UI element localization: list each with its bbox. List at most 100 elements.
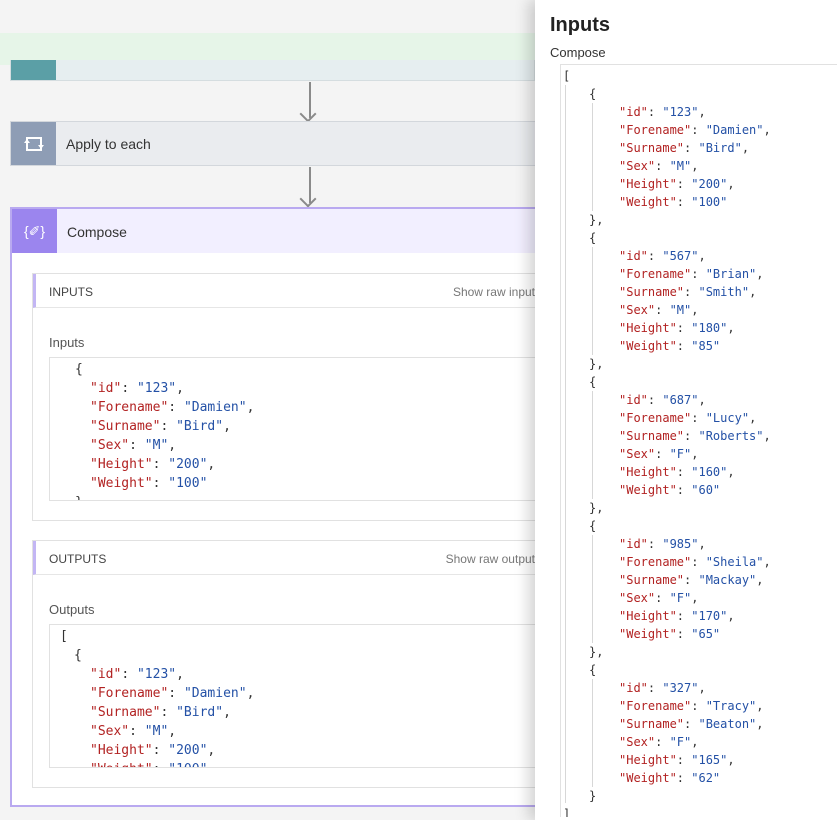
json-punct: : — [691, 555, 706, 569]
json-line: "Height": "200", — [75, 455, 542, 474]
json-value: "60" — [691, 483, 721, 497]
json-line: "Sex": "M", — [619, 301, 699, 319]
json-punct: : — [676, 627, 692, 641]
indent-guide — [592, 247, 593, 355]
json-punct: } — [589, 789, 597, 803]
json-punct: : — [655, 159, 670, 173]
json-line: }, — [589, 211, 603, 229]
panel-json-viewer[interactable]: [{"id": "123","Forename": "Damien","Surn… — [560, 64, 837, 817]
compose-label: Compose — [67, 224, 127, 240]
json-punct: , — [168, 724, 177, 739]
compose-card[interactable]: {✐} Compose INPUTS Show raw inputs Input… — [10, 207, 543, 807]
json-key: "Sex" — [619, 447, 656, 461]
json-punct: , — [741, 141, 750, 155]
json-value: "Tracy" — [705, 699, 757, 713]
show-raw-inputs-link[interactable]: Show raw inputs — [452, 285, 541, 299]
inputs-section: INPUTS Show raw inputs Inputs {"id": "12… — [32, 273, 543, 521]
json-key: "Forename" — [90, 686, 169, 701]
json-punct: , — [727, 321, 735, 335]
json-punct: : — [655, 447, 670, 461]
json-key: "Surname" — [90, 419, 161, 434]
json-punct: : — [676, 177, 692, 191]
json-punct: , — [756, 699, 764, 713]
json-punct: , — [749, 285, 757, 299]
apply-to-each-card[interactable]: Apply to each — [10, 121, 540, 166]
json-key: "Weight" — [619, 339, 677, 353]
json-line: } — [75, 493, 542, 500]
json-close-bracket: ] — [563, 807, 571, 817]
json-punct: : — [647, 681, 663, 695]
json-line: "Forename": "Damien", — [60, 684, 542, 703]
json-value: "160" — [691, 465, 728, 479]
json-punct: : — [168, 400, 184, 415]
json-key: "id" — [619, 393, 648, 407]
json-punct: { — [589, 87, 597, 101]
json-value: "123" — [662, 105, 699, 119]
json-punct: { — [74, 648, 82, 663]
outputs-json-viewer[interactable]: [ { "id": "123","Forename": "Damien","Surn… — [49, 624, 543, 768]
json-punct: : — [152, 476, 169, 491]
outputs-section: OUTPUTS Show raw outputs Outputs [{"id":… — [32, 540, 543, 788]
json-line: "id": "123", — [60, 665, 542, 684]
json-key: "Sex" — [619, 735, 656, 749]
json-line: "Forename": "Tracy", — [619, 697, 764, 715]
json-key: "Height" — [619, 177, 677, 191]
indent-guide — [592, 391, 593, 499]
indent-guide — [592, 535, 593, 643]
json-line: [ — [60, 627, 542, 646]
json-line: } — [589, 787, 596, 805]
json-punct: : — [168, 686, 184, 701]
json-line: "Forename": "Lucy", — [619, 409, 756, 427]
panel-title: Inputs — [550, 14, 610, 36]
json-punct: : — [676, 195, 692, 209]
json-line: "Height": "165", — [619, 751, 735, 769]
json-value: "165" — [691, 753, 728, 767]
json-value: "Roberts" — [698, 429, 764, 443]
json-punct: , — [727, 465, 735, 479]
apply-to-each-label: Apply to each — [66, 136, 151, 152]
json-line: "id": "123", — [75, 379, 542, 398]
json-punct: : — [691, 411, 706, 425]
json-line: { — [589, 517, 596, 535]
json-value: "Beaton" — [698, 717, 757, 731]
json-punct: , — [223, 419, 231, 434]
json-punct: [ — [60, 629, 68, 644]
json-line: "Weight": "62" — [619, 769, 720, 787]
previous-step-card[interactable] — [10, 60, 535, 81]
json-line: "Weight": "65" — [619, 625, 720, 643]
json-punct: : — [684, 285, 699, 299]
json-line: "id": "687", — [619, 391, 706, 409]
json-punct: , — [168, 438, 177, 453]
json-key: "Height" — [90, 457, 153, 472]
json-punct: }, — [589, 357, 604, 371]
panel-subtitle: Compose — [550, 45, 606, 60]
json-punct: , — [176, 381, 184, 396]
inputs-json-viewer[interactable]: {"id": "123","Forename": "Damien","Surna… — [49, 357, 543, 501]
json-value: "M" — [669, 159, 692, 173]
json-key: "Surname" — [619, 141, 685, 155]
json-value: "200" — [691, 177, 728, 191]
json-key: "Height" — [619, 609, 677, 623]
json-punct: : — [684, 717, 699, 731]
json-punct: : — [121, 381, 137, 396]
json-key: "id" — [619, 537, 648, 551]
json-value: "200" — [168, 457, 208, 472]
show-raw-outputs-link[interactable]: Show raw outputs — [445, 552, 541, 566]
json-key: "Weight" — [619, 627, 677, 641]
json-punct: : — [684, 141, 699, 155]
json-punct: : — [676, 609, 692, 623]
json-punct: , — [246, 686, 255, 701]
json-line: "Weight": "60" — [619, 481, 720, 499]
json-punct: } — [75, 495, 83, 500]
compose-header[interactable]: {✐} Compose — [12, 209, 538, 253]
json-punct: , — [756, 267, 764, 281]
json-line: "Sex": "F", — [619, 589, 699, 607]
json-value: "180" — [691, 321, 728, 335]
json-key: "Sex" — [619, 303, 656, 317]
json-key: "Sex" — [619, 591, 656, 605]
json-punct: , — [691, 303, 699, 317]
compose-icon: {✐} — [12, 209, 57, 253]
json-line: "Surname": "Bird", — [60, 703, 542, 722]
json-line: "Forename": "Damien", — [75, 398, 542, 417]
json-value: "62" — [691, 771, 721, 785]
